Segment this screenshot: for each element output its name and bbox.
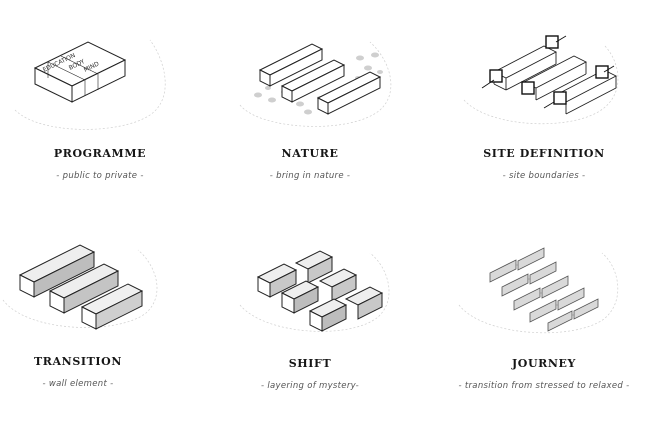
panel-subtitle: - wall element -: [42, 379, 114, 389]
programme-diagram: EDUCATION BODY MIND: [14, 39, 166, 130]
panel-subtitle: - bring in nature -: [269, 171, 351, 181]
panel-shift: SHIFT - layering of mystery-: [210, 215, 410, 415]
panel-subtitle: - transition from stressed to relaxed -: [458, 381, 630, 391]
panel-title: SHIFT: [288, 357, 332, 370]
panel-title: SITE DEFINITION: [483, 147, 605, 160]
panel-title: TRANSITION: [34, 355, 122, 368]
panel-title: NATURE: [281, 147, 339, 160]
panel-programme: EDUCATION BODY MIND PROGRAMME - public t…: [0, 0, 200, 200]
panel-title: JOURNEY: [511, 357, 576, 370]
panel-site-definition: SITE DEFINITION - site boundaries -: [444, 0, 644, 200]
nature-diagram: [239, 41, 392, 127]
panel-journey: JOURNEY - transition from stressed to re…: [444, 215, 644, 415]
shift-diagram: [239, 250, 390, 332]
panel-subtitle: - layering of mystery-: [260, 381, 360, 391]
transition-diagram: [2, 244, 158, 330]
panel-subtitle: - site boundaries -: [502, 171, 586, 181]
panel-nature: NATURE - bring in nature -: [210, 0, 410, 200]
site-definition-diagram: [463, 35, 619, 125]
panel-transition: TRANSITION - wall element -: [0, 215, 178, 415]
panel-subtitle: - public to private -: [56, 171, 144, 181]
panel-title: PROGRAMME: [53, 147, 147, 160]
journey-diagram: [458, 247, 619, 334]
